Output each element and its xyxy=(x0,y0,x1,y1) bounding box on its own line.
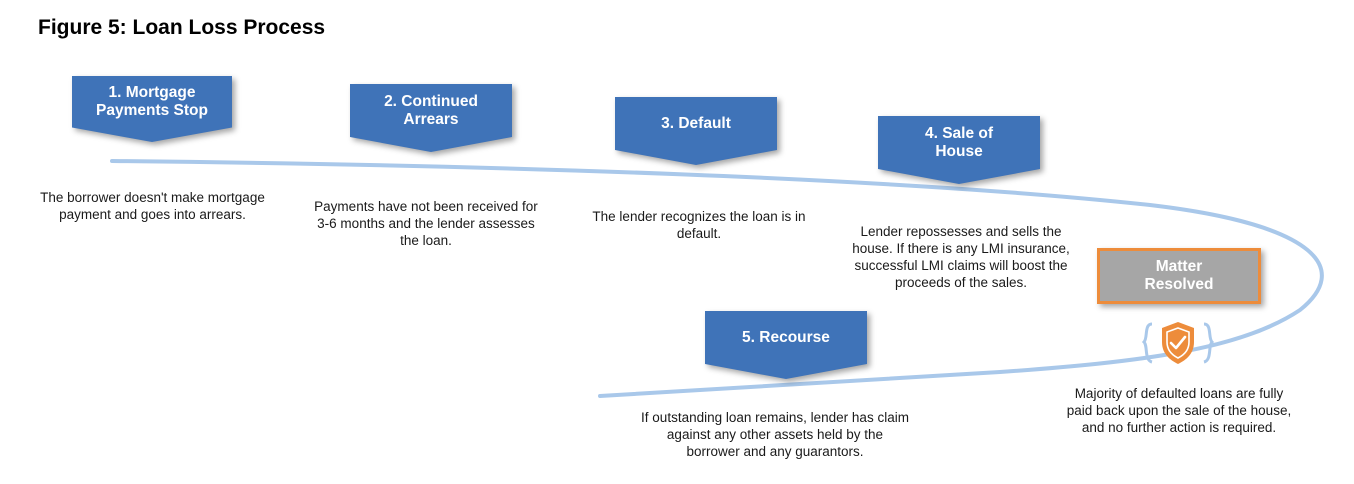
step-5-box: 5. Recourse xyxy=(705,311,867,379)
step-2-box: 2. Continued Arrears xyxy=(350,84,512,152)
step-4-label: 4. Sale of House xyxy=(924,125,994,160)
step-1-label: 1. Mortgage Payments Stop xyxy=(96,84,208,119)
step-3-label: 3. Default xyxy=(661,115,731,132)
step-5-description: If outstanding loan remains, lender has … xyxy=(641,410,909,459)
step-4-description: Lender repossesses and sells the house. … xyxy=(852,224,1070,290)
step-2-description: Payments have not been received for 3-6 … xyxy=(314,199,538,248)
step-3-description: The lender recognizes the loan is in def… xyxy=(592,209,806,241)
step-5-label: 5. Recourse xyxy=(742,329,830,346)
step-1-description: The borrower doesn't make mortgage payme… xyxy=(40,190,265,222)
figure-title: Figure 5: Loan Loss Process xyxy=(38,16,326,39)
matter-resolved-box: Matter Resolved xyxy=(1097,248,1261,304)
step-2-label: 2. Continued Arrears xyxy=(384,93,478,128)
step-1-box: 1. Mortgage Payments Stop xyxy=(72,76,232,142)
matter-resolved-description: Majority of defaulted loans are fully pa… xyxy=(1066,386,1292,435)
shield-check-icon xyxy=(1141,322,1215,364)
step-4-box: 4. Sale of House xyxy=(878,116,1040,184)
matter-resolved-label: Matter Resolved xyxy=(1144,258,1214,293)
step-3-box: 3. Default xyxy=(615,97,777,165)
